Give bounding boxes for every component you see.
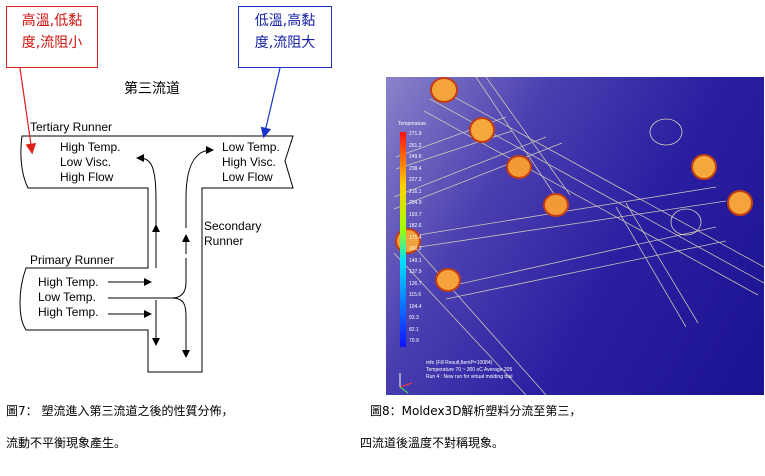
secondary-runner-label-1: Secondary: [204, 219, 262, 233]
legend-value: 171.4: [409, 234, 422, 241]
runner-wireframe: [393, 77, 764, 395]
legend-color-bar: [400, 132, 406, 347]
secondary-runner-label-2: Runner: [204, 234, 244, 248]
legend-value: 182.6: [409, 223, 422, 229]
primary-prop-3: High Temp.: [38, 305, 99, 319]
legend-value: 149.1: [409, 257, 422, 264]
callout-blue-line2: 度,流阻大: [254, 35, 316, 51]
legend-value: 204.9: [409, 200, 422, 206]
left-prop-temp: High Temp.: [60, 140, 121, 154]
callout-blue-line1: 低溫,高黏: [254, 13, 316, 29]
legend-value: 115.6: [409, 292, 422, 298]
legend-value: 93.3: [409, 315, 419, 321]
legend-value: 137.9: [409, 269, 422, 275]
legend-value: 227.2: [409, 177, 422, 183]
runner-outline: [19, 67, 294, 373]
primary-prop-1: High Temp.: [38, 275, 99, 289]
fig8-caption-line2: 四流道後溫度不對稱現象。: [360, 436, 505, 450]
legend-value: 82.1: [409, 326, 419, 333]
simulation-render: Temperature 271.9 261.2 249.6 238.4 227.2 216…: [386, 77, 764, 395]
legend-value: 271.9: [409, 131, 422, 137]
sim-footer-3: Run 4 : New run for virtual molding tria…: [426, 374, 513, 380]
legend-value: 216.1: [409, 188, 422, 195]
tertiary-runner-label: Tertiary Runner: [30, 120, 113, 134]
legend-title: Temperature: [398, 121, 427, 127]
legend-value: 126.7: [409, 280, 422, 287]
sim-footer-1: mfe (Fill Result,ItemP=10084): [426, 360, 493, 366]
right-prop-flow: Low Flow: [222, 170, 273, 184]
legend-value: 104.4: [409, 303, 422, 310]
sim-footer-2: Temperature 70 ~ 300 oC Average 205: [426, 367, 513, 373]
primary-runner-label: Primary Runner: [30, 253, 115, 267]
fig7-caption-line2: 流動不平衡現象產生。: [6, 436, 127, 450]
fig8-caption-line1: 圖8：Moldex3D解析塑料分流至第三，: [370, 404, 582, 418]
callout-high-temp: 高溫,低黏 度,流阻小: [6, 6, 98, 68]
left-prop-visc: Low Visc.: [60, 155, 112, 169]
left-prop-flow: High Flow: [60, 170, 114, 184]
callout-red-line1: 高溫,低黏: [21, 13, 83, 29]
callout-red-line2: 度,流阻小: [21, 35, 83, 51]
legend-value: 249.6: [409, 154, 422, 160]
runner-diagram: 高溫,低黏 度,流阻小 低溫,高黏 度,流阻大 第三流道 Tertiary Ru…: [0, 0, 360, 400]
primary-prop-2: Low Temp.: [38, 290, 96, 304]
right-prop-temp: Low Temp.: [222, 140, 280, 154]
diagram-title: 第三流道: [124, 81, 180, 97]
fig7-caption-line1: 圖7： 塑流進入第三流道之後的性質分佈，: [6, 404, 234, 418]
legend-value: 193.7: [409, 211, 422, 218]
legend-value: 261.2: [409, 142, 422, 149]
legend-value: 238.4: [409, 165, 422, 172]
right-prop-visc: High Visc.: [222, 155, 276, 169]
legend-value: 160.2: [409, 246, 422, 252]
legend-value: 70.9: [409, 338, 419, 344]
callout-low-temp: 低溫,高黏 度,流阻大: [238, 6, 332, 68]
